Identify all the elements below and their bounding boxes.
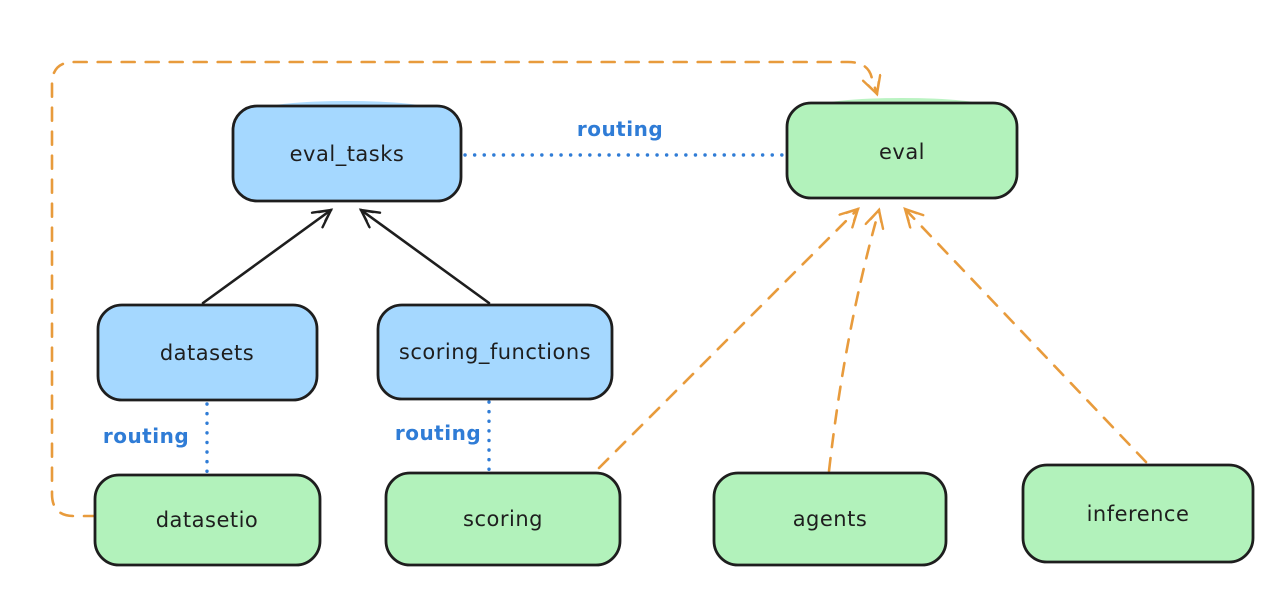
node-scoring-functions-label: scoring_functions xyxy=(399,340,591,365)
node-eval-tasks: eval_tasks xyxy=(231,101,463,203)
node-datasetio-label: datasetio xyxy=(156,508,259,532)
node-inference-label: inference xyxy=(1087,502,1190,526)
node-eval-tasks-label: eval_tasks xyxy=(290,142,405,167)
edge-agents-to-eval-dependency xyxy=(827,210,879,473)
edge-scoring-to-eval-dependency xyxy=(597,209,858,470)
node-scoring: scoring xyxy=(384,471,622,567)
node-agents: agents xyxy=(712,471,948,567)
node-eval-label: eval xyxy=(879,140,925,164)
node-inference: inference xyxy=(1021,463,1255,564)
routing-label-scoring: routing xyxy=(395,421,481,445)
edge-scoring-functions-to-eval-tasks-arrow xyxy=(361,210,491,305)
node-scoring-functions: scoring_functions xyxy=(376,303,614,401)
routing-label-datasets: routing xyxy=(103,424,189,448)
edge-datasetio-to-eval-dependency xyxy=(50,60,877,518)
node-scoring-box xyxy=(384,471,622,567)
node-datasetio: datasetio xyxy=(93,473,322,567)
node-inference-box xyxy=(1021,463,1255,564)
edge-inference-to-eval-dependency xyxy=(905,209,1148,464)
node-agents-box xyxy=(712,471,948,567)
node-scoring-label: scoring xyxy=(463,507,543,531)
node-datasets-label: datasets xyxy=(160,341,254,365)
edge-datasets-to-eval-tasks-arrow xyxy=(201,210,331,305)
node-datasetio-box xyxy=(93,473,322,567)
node-eval-tasks-box xyxy=(231,104,463,203)
node-scoring-functions-box xyxy=(376,303,614,401)
node-datasets: datasets xyxy=(96,303,319,402)
node-eval-box xyxy=(785,101,1019,200)
node-agents-label: agents xyxy=(793,507,868,531)
routing-label-top: routing xyxy=(577,117,663,141)
node-datasets-box xyxy=(96,303,319,402)
node-eval: eval xyxy=(785,98,1019,200)
